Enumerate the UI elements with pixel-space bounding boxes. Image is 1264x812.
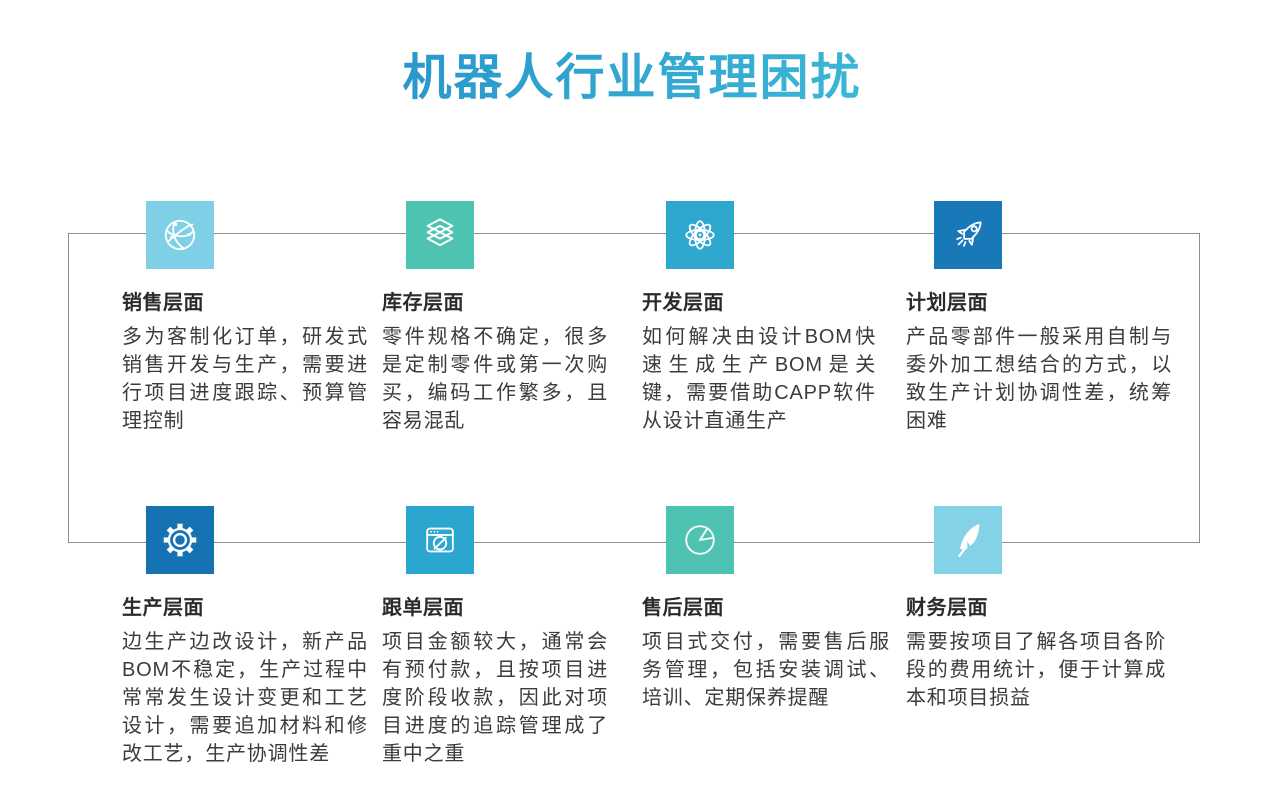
browser-compass-icon — [406, 506, 474, 574]
section-title: 售后层面 — [642, 597, 724, 619]
section-finance: 财务层面 需要按项目了解各项目各阶段的费用统计，便于计算成本和项目损益 — [906, 595, 1166, 712]
connector-line-row2 — [68, 542, 1200, 543]
globe-network-icon — [146, 201, 214, 269]
connector-line-right — [1199, 233, 1200, 543]
section-description: 产品零部件一般采用自制与委外加工想结合的方式，以致生产计划协调性差，统筹困难 — [906, 326, 1172, 432]
section-description: 如何解决由设计BOM快速生成生产BOM是关键，需要借助CAPP软件从设计直通生产 — [642, 326, 876, 432]
section-description: 边生产边改设计，新产品BOM不稳定，生产过程中常常发生设计变更和工艺设计，需要追… — [122, 631, 368, 765]
feather-icon — [934, 506, 1002, 574]
page-title: 机器人行业管理困扰 — [0, 38, 1264, 109]
connector-line-left — [68, 233, 69, 543]
section-title: 生产层面 — [122, 597, 204, 619]
section-order-tracking: 跟单层面 项目金额较大，通常会有预付款，且按项目进度阶段收款，因此对项目进度的追… — [382, 595, 608, 768]
rocket-icon — [934, 201, 1002, 269]
connector-line-row1 — [68, 233, 1200, 234]
section-title: 跟单层面 — [382, 597, 464, 619]
section-title: 库存层面 — [382, 292, 464, 314]
gear-icon — [146, 506, 214, 574]
section-title: 财务层面 — [906, 597, 988, 619]
layers-icon — [406, 201, 474, 269]
section-title: 开发层面 — [642, 292, 724, 314]
section-description: 多为客制化订单，研发式销售开发与生产，需要进行项目进度跟踪、预算管理控制 — [122, 326, 368, 432]
atom-icon — [666, 201, 734, 269]
section-title: 计划层面 — [906, 292, 988, 314]
pie-chart-icon — [666, 506, 734, 574]
section-title: 销售层面 — [122, 292, 204, 314]
section-planning: 计划层面 产品零部件一般采用自制与委外加工想结合的方式，以致生产计划协调性差，统… — [906, 290, 1172, 435]
section-development: 开发层面 如何解决由设计BOM快速生成生产BOM是关键，需要借助CAPP软件从设… — [642, 290, 876, 435]
section-description: 项目式交付，需要售后服务管理，包括安装调试、培训、定期保养提醒 — [642, 631, 890, 709]
section-description: 零件规格不确定，很多是定制零件或第一次购买，编码工作繁多，且容易混乱 — [382, 326, 608, 432]
section-after-sales: 售后层面 项目式交付，需要售后服务管理，包括安装调试、培训、定期保养提醒 — [642, 595, 890, 712]
section-sales: 销售层面 多为客制化订单，研发式销售开发与生产，需要进行项目进度跟踪、预算管理控… — [122, 290, 368, 435]
section-inventory: 库存层面 零件规格不确定，很多是定制零件或第一次购买，编码工作繁多，且容易混乱 — [382, 290, 608, 435]
section-description: 需要按项目了解各项目各阶段的费用统计，便于计算成本和项目损益 — [906, 631, 1166, 709]
section-description: 项目金额较大，通常会有预付款，且按项目进度阶段收款，因此对项目进度的追踪管理成了… — [382, 631, 608, 765]
section-production: 生产层面 边生产边改设计，新产品BOM不稳定，生产过程中常常发生设计变更和工艺设… — [122, 595, 368, 768]
